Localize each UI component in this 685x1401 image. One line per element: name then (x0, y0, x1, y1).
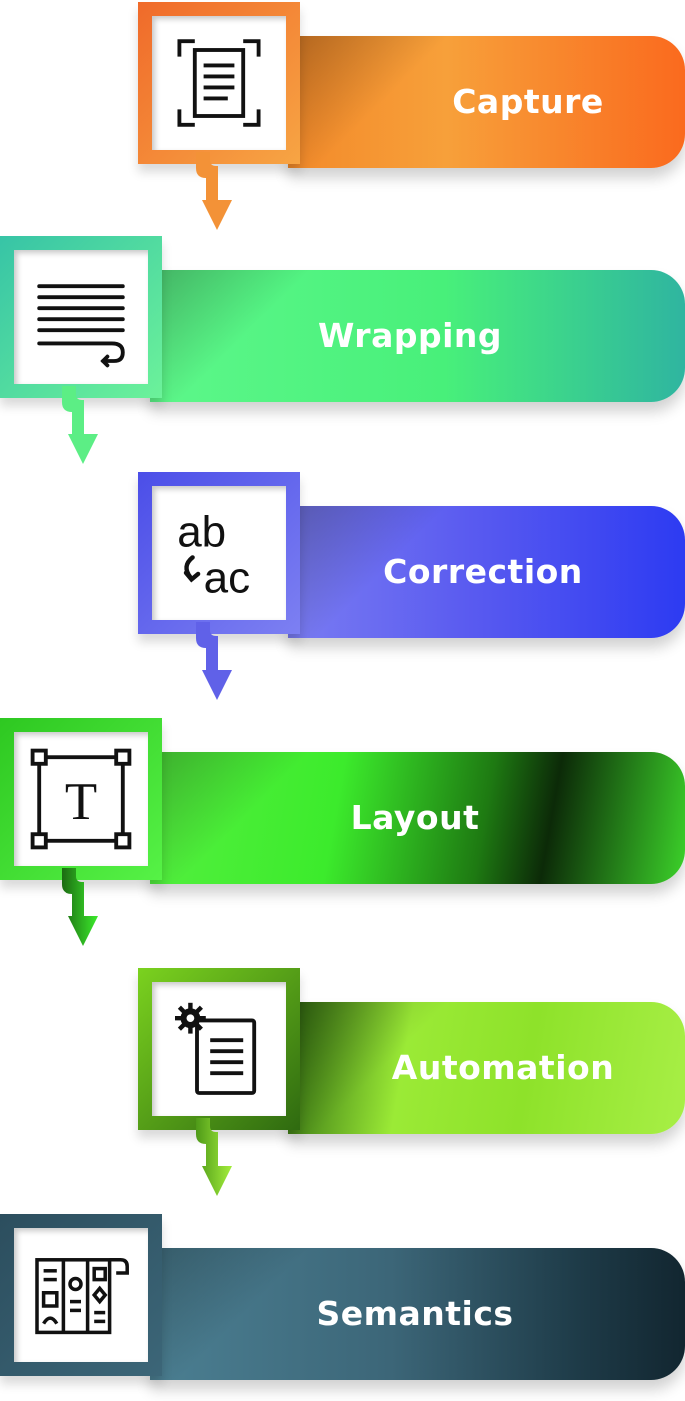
gear-icon (175, 1002, 206, 1034)
icon-box-layout: T (0, 718, 162, 880)
step-correction: Correction ab ac (138, 472, 685, 700)
newspaper-icon (35, 1258, 129, 1335)
spell-correction-icon: ab ac (177, 507, 250, 603)
icon-box-semantics (0, 1214, 162, 1376)
arrow-down-icon (196, 622, 232, 700)
banner-semantics: Semantics (150, 1248, 685, 1380)
document-scan-icon (177, 39, 261, 127)
step-label: Automation (391, 1048, 615, 1087)
banner-correction: Correction (288, 506, 685, 638)
icon-box-capture (138, 2, 300, 164)
icon-text-ab: ab (177, 507, 226, 556)
icon-text-t: T (65, 773, 97, 831)
arrow-down-icon (196, 1118, 232, 1196)
text-wrap-icon (37, 284, 125, 368)
text-box-layout-icon: T (30, 748, 132, 850)
banner-layout: Layout (150, 752, 685, 884)
document-gear-icon (175, 1002, 257, 1095)
icon-box-wrapping (0, 236, 162, 398)
step-label: Semantics (316, 1294, 514, 1333)
step-semantics: Semantics (0, 1214, 685, 1380)
icon-text-ac: ac (204, 554, 250, 603)
arrow-down-icon (62, 386, 98, 464)
arrow-down-icon (196, 152, 232, 230)
banner-wrapping: Wrapping (150, 270, 685, 402)
step-label: Layout (350, 798, 480, 837)
step-layout: Layout T (0, 718, 685, 946)
step-automation: Automation (138, 968, 685, 1196)
banner-automation: Automation (288, 1002, 685, 1134)
icon-box-correction: ab ac (138, 472, 300, 634)
banner-capture: Capture (288, 36, 685, 168)
step-wrapping: Wrapping (0, 236, 685, 464)
icon-box-automation (138, 968, 300, 1130)
step-label: Correction (383, 552, 583, 591)
step-capture: Capture (138, 2, 685, 230)
arrow-down-icon (62, 868, 98, 946)
step-label: Wrapping (317, 316, 503, 355)
step-label: Capture (452, 82, 604, 121)
